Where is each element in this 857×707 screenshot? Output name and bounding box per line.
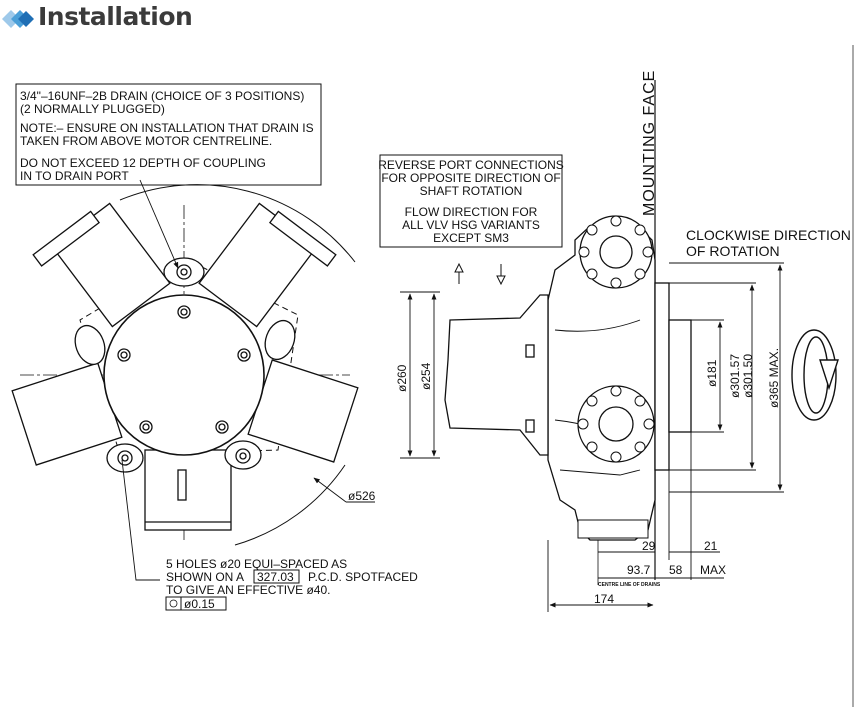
holes-note-line3: TO GIVE AN EFFECTIVE ø40. (166, 583, 330, 597)
rotation-direction-icon (791, 329, 839, 421)
reverse-port-note-box (379, 154, 563, 248)
dim-526: ø526 (348, 489, 376, 503)
cylinder-arm-upper-right (198, 202, 337, 328)
flow-note-line1: FLOW DIRECTION FOR (405, 205, 538, 219)
holes-note-line2b: P.C.D. SPOTFACED (308, 570, 418, 584)
motor-side-view (444, 80, 692, 585)
clockwise-label-line2: OF ROTATION (686, 243, 780, 259)
dim-181: ø181 (705, 359, 719, 387)
installation-note-line2: TAKEN FROM ABOVE MOTOR CENTRELINE. (20, 134, 272, 148)
page-title: Installation (38, 2, 193, 31)
centre-line-of-drains-label: CENTRE LINE OF DRAINS (598, 582, 661, 588)
page-header: Installation (0, 0, 857, 40)
flow-arrows-icon (454, 262, 506, 286)
tolerance-value: ø0.15 (184, 597, 215, 611)
reverse-note-line2: FOR OPPOSITE DIRECTION OF (381, 171, 560, 185)
cylinder-arm-bottom (144, 449, 232, 531)
flow-note-line3: EXCEPT SM3 (433, 231, 509, 245)
reverse-note-line3: SHAFT ROTATION (420, 184, 523, 198)
brand-logo-icon (2, 10, 34, 28)
dim-301-57: ø301.57 (728, 354, 742, 398)
depth-note-line2: IN TO DRAIN PORT (20, 169, 129, 183)
dim-254: ø254 (419, 362, 433, 390)
motor-front-view (11, 179, 375, 581)
pcd-box (253, 569, 300, 584)
dim-21: 21 (704, 539, 718, 553)
holes-pcd-value: 327.03 (257, 570, 294, 584)
dim-29: 29 (642, 539, 656, 553)
tolerance-box (165, 596, 227, 611)
position-tolerance-icon (169, 599, 178, 608)
dim-260: ø260 (395, 364, 409, 392)
mounting-face-label: MOUNTING FACE (641, 70, 658, 216)
dim-301-50: ø301.50 (741, 354, 755, 398)
bolt-heads (577, 215, 655, 463)
depth-note-line1: DO NOT EXCEED 12 DEPTH OF COUPLING (20, 156, 266, 170)
clockwise-label-line1: CLOCKWISE DIRECTION (686, 227, 851, 243)
holes-note-line2a: SHOWN ON A (166, 570, 244, 584)
reverse-note-line1: REVERSE PORT CONNECTIONS (378, 158, 564, 172)
drain-note-line1: 3/4"–16UNF–2B DRAIN (CHOICE OF 3 POSITIO… (20, 89, 304, 103)
drain-note-line2: (2 NORMALLY PLUGGED) (20, 102, 165, 116)
dim-174: 174 (594, 592, 614, 606)
holes-note-line1: 5 HOLES ø20 EQUI–SPACED AS (166, 557, 347, 571)
drain-note-box (15, 83, 322, 186)
dim-365-max: ø365 MAX. (767, 348, 781, 408)
installation-note-line1: NOTE:– ENSURE ON INSTALLATION THAT DRAIN… (20, 121, 314, 135)
dim-58: 58 (669, 563, 683, 577)
dim-93-7: 93.7 (627, 563, 651, 577)
flow-note-line2: ALL VLV HSG VARIANTS (402, 218, 540, 232)
cylinder-arm-upper-left (32, 202, 171, 328)
dim-max: MAX (700, 563, 726, 577)
